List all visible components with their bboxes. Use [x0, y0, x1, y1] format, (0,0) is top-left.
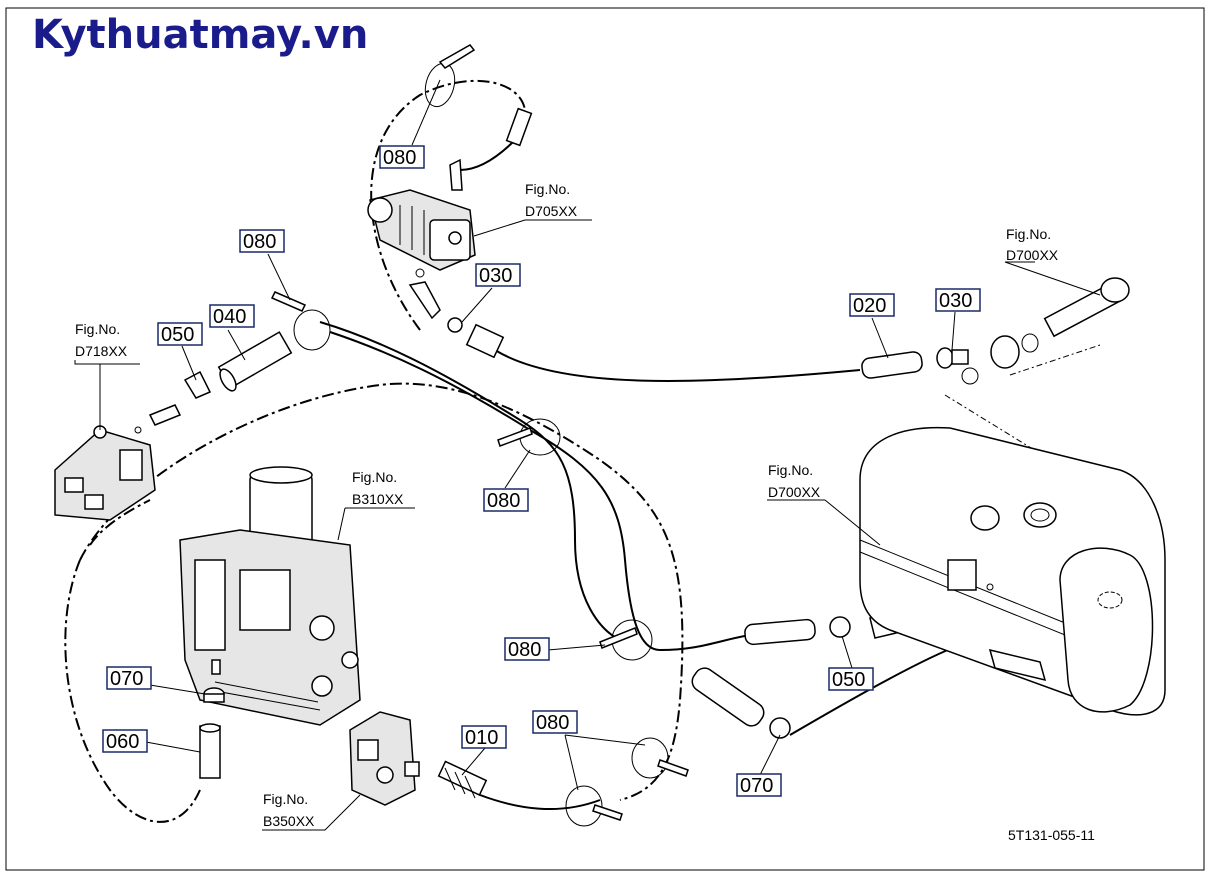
- hose-center-a: [319, 321, 621, 641]
- block-b310: [179, 466, 361, 726]
- hose-d718-link: [89, 499, 151, 546]
- part-label-080-mid[interactable]: 080: [504, 637, 550, 661]
- leader-lines: [74, 79, 1101, 831]
- fig-ref-b310[interactable]: Fig.No. B310XX: [352, 469, 404, 507]
- hose-center-b: [329, 331, 751, 652]
- hose-segment-070: [691, 667, 791, 739]
- svg-text:D700XX: D700XX: [768, 484, 821, 500]
- svg-text:D705XX: D705XX: [525, 203, 578, 219]
- cable-tie-080-mid: [599, 619, 653, 661]
- valve-d718: [54, 370, 212, 521]
- svg-text:080: 080: [487, 490, 520, 512]
- cable-tie-080-left: [270, 291, 331, 351]
- svg-text:080: 080: [536, 712, 569, 734]
- block-b350: [349, 711, 420, 806]
- part-label-080-left[interactable]: 080: [239, 229, 285, 253]
- svg-text:B310XX: B310XX: [352, 491, 404, 507]
- part-labels: 080 030 080 050 040 020 030 080: [102, 145, 981, 797]
- hose-suction-line: [494, 349, 861, 382]
- svg-text:020: 020: [853, 295, 886, 317]
- part-label-070-right[interactable]: 070: [736, 773, 782, 797]
- tube-020: [861, 351, 923, 379]
- svg-text:010: 010: [465, 727, 498, 749]
- part-label-010[interactable]: 010: [461, 725, 507, 749]
- part-label-050-right[interactable]: 050: [828, 667, 874, 691]
- part-label-080-lower[interactable]: 080: [532, 710, 578, 734]
- svg-text:Fig.No.: Fig.No.: [1006, 226, 1051, 242]
- part-label-080-top[interactable]: 080: [379, 145, 425, 169]
- part-label-030-pump[interactable]: 030: [475, 263, 521, 287]
- hose-routing: [64, 79, 1101, 823]
- svg-text:030: 030: [479, 265, 512, 287]
- part-label-060[interactable]: 060: [102, 729, 148, 753]
- pump-outlet-elbow: [408, 268, 505, 359]
- fig-ref-d700-top[interactable]: Fig.No. D700XX: [1006, 226, 1059, 263]
- svg-text:Fig.No.: Fig.No.: [352, 469, 397, 485]
- svg-text:Fig.No.: Fig.No.: [75, 321, 120, 337]
- fig-references: Fig.No. D705XX Fig.No. D700XX Fig.No. D7…: [75, 181, 1059, 829]
- part-label-050-left[interactable]: 050: [157, 322, 203, 346]
- svg-text:Fig.No.: Fig.No.: [263, 791, 308, 807]
- part-label-030-right[interactable]: 030: [935, 288, 981, 312]
- tank-filler-link-2: [1009, 344, 1101, 376]
- hose-top-loop: [370, 79, 526, 331]
- hose-070-tank: [789, 644, 961, 736]
- hose-left-loop: [64, 559, 201, 823]
- fitting-010: [437, 760, 488, 799]
- fitting-row-right: [936, 277, 1130, 385]
- pump-d705: [367, 107, 533, 271]
- clamps-080-lower: [565, 737, 689, 827]
- svg-text:040: 040: [213, 306, 246, 328]
- fig-ref-b350[interactable]: Fig.No. B350XX: [263, 791, 315, 829]
- fig-ref-d700-tank[interactable]: Fig.No. D700XX: [768, 462, 821, 500]
- svg-text:060: 060: [106, 731, 139, 753]
- cable-tie-080-center: [497, 418, 561, 456]
- fig-ref-d718[interactable]: Fig.No. D718XX: [75, 321, 128, 359]
- svg-text:070: 070: [110, 668, 143, 690]
- svg-text:D700XX: D700XX: [1006, 247, 1059, 263]
- drawing-reference-code: 5T131-055-11: [1008, 827, 1095, 843]
- part-label-080-center[interactable]: 080: [483, 488, 529, 512]
- svg-text:B350XX: B350XX: [263, 813, 315, 829]
- diagram-frame: [5, 7, 1205, 871]
- fuel-tank: [859, 426, 1166, 716]
- fig-ref-d705[interactable]: Fig.No. D705XX: [525, 181, 578, 219]
- clamp-070-left: [203, 687, 225, 703]
- hose-return-loop: [79, 382, 684, 801]
- hose-010-line: [479, 794, 601, 811]
- tube-060: [199, 723, 221, 779]
- svg-text:080: 080: [243, 231, 276, 253]
- tube-040: [217, 331, 293, 392]
- cable-tie-080-top: [424, 44, 476, 108]
- svg-text:050: 050: [832, 669, 865, 691]
- svg-text:050: 050: [161, 324, 194, 346]
- svg-text:Fig.No.: Fig.No.: [525, 181, 570, 197]
- svg-text:080: 080: [508, 639, 541, 661]
- part-label-020[interactable]: 020: [849, 293, 895, 317]
- svg-text:D718XX: D718XX: [75, 343, 128, 359]
- svg-text:070: 070: [740, 775, 773, 797]
- part-label-070-left[interactable]: 070: [106, 666, 152, 690]
- part-label-040[interactable]: 040: [209, 304, 255, 328]
- svg-text:Fig.No.: Fig.No.: [768, 462, 813, 478]
- site-logo: Kythuatmay.vn: [32, 12, 368, 58]
- svg-text:080: 080: [383, 147, 416, 169]
- svg-text:030: 030: [939, 290, 972, 312]
